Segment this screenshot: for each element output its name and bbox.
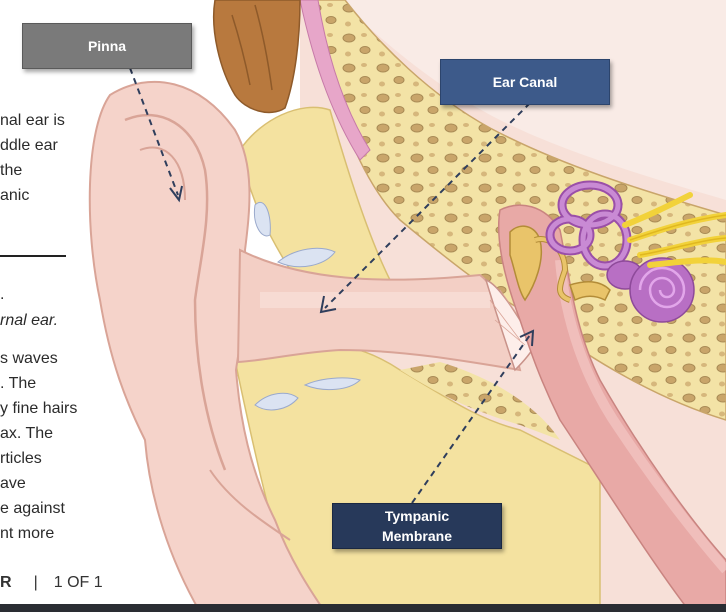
body-text-line: ax. The [0,425,54,442]
body-text-line: ddle ear [0,137,58,154]
page-footer: R | 1 OF 1 [0,574,103,592]
ear-canal-pointer [324,102,531,309]
ear-canal-label: Ear Canal [440,59,610,105]
body-text-line: ave [0,475,26,492]
ear-canal-arrowhead [319,295,337,314]
ear-canal-label-text: Ear Canal [492,74,558,90]
lower-bone-porous [400,362,560,440]
stapes [569,280,611,302]
pinna [88,80,327,612]
tympanic-arrowhead [519,329,535,347]
body-text-line: s waves [0,350,58,367]
body-text-line: nal ear is [0,112,65,129]
cartilage-blue-1 [253,202,271,237]
pinna-arrowhead [169,185,183,203]
page-indicator: 1 OF 1 [53,574,103,591]
cartilage-blue-4 [303,377,361,391]
bottom-bar [0,604,726,612]
body-text-line: anic [0,187,30,204]
body-text-line: nt more [0,525,55,542]
pointer-lines [129,67,531,504]
tympanic-pointer [411,334,531,504]
body-text-line: rnal ear. [0,312,59,329]
hair [212,0,301,114]
cartilage-blue-2 [277,247,336,268]
pinna-pointer [129,67,179,196]
cochlea [629,257,695,323]
body-text-line: e against [0,500,65,517]
footer-left-text: R [0,574,12,591]
body-text-line: y fine hairs [0,400,78,417]
eustachian-tube-highlight [555,259,726,574]
body-text-line: the [0,162,23,179]
section-divider [0,255,66,257]
tympanic-membrane-label: Tympanic Membrane [332,503,502,549]
tympanic-label-line2: Membrane [381,528,453,544]
ear-canal [236,248,522,372]
cartilage-blue-3 [254,392,299,411]
pinna-label: Pinna [22,23,192,69]
body-text-line: . [0,286,5,303]
helix [124,113,227,471]
malleus [509,225,543,302]
meninges [299,0,371,161]
footer-separator: | [33,574,38,591]
body-text-line: rticles [0,450,42,467]
body-text-line: . The [0,375,37,392]
tympanic-label-line1: Tympanic [384,508,450,524]
pinna-label-text: Pinna [87,38,127,54]
